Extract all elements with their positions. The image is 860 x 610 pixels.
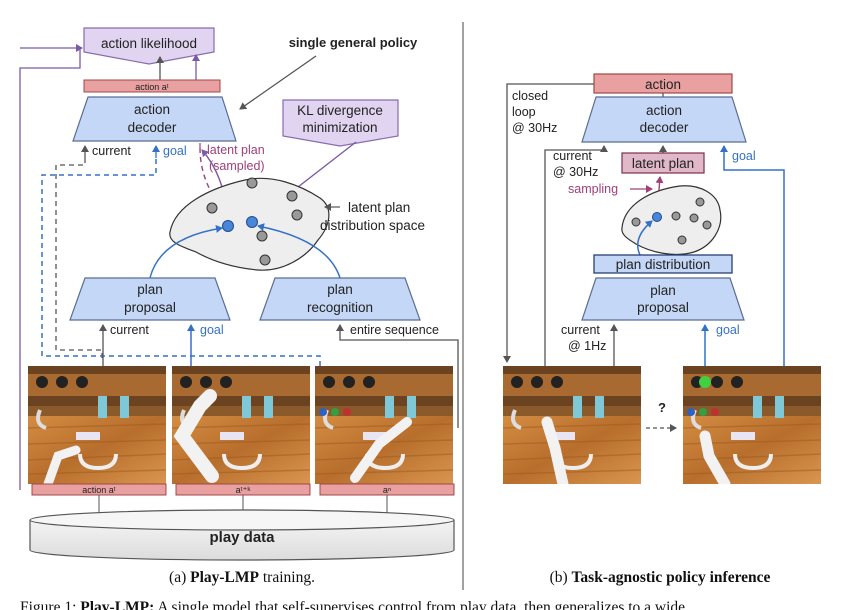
kl-label-2: minimization [302, 120, 377, 135]
plan-distribution-box [593, 254, 733, 274]
right-goal-top-arrow [720, 145, 785, 366]
current-dashed-line [55, 158, 103, 358]
right-goal-top-label: goal [732, 149, 756, 163]
latent-point [259, 254, 271, 266]
latent-plan-label-2: (sampled) [209, 159, 265, 173]
plan-recognition-label-1: plan [327, 282, 353, 297]
plan-distribution-label: plan distribution [616, 257, 711, 272]
plan-recognition-box [259, 277, 421, 321]
current-observation-frame [503, 366, 641, 484]
right-plan-proposal-box [581, 277, 745, 321]
action-decoder-label-2: decoder [128, 120, 177, 135]
action-likelihood-box [83, 27, 215, 65]
right-current-bottom-label-1: current [561, 323, 600, 337]
action-decoder-box [72, 96, 237, 142]
latent-point [286, 190, 298, 202]
latent-proposal-point [222, 220, 234, 232]
action-feedback-line [19, 48, 81, 490]
current-bottom-label: current [110, 323, 149, 337]
latent-space-label-2: distribution space [320, 218, 425, 233]
action-at-label: action aᵗ [135, 82, 169, 92]
play-data-database [29, 509, 455, 561]
goal-top-label: goal [163, 144, 187, 158]
plan-proposal-box [69, 277, 231, 321]
right-goal-bottom-label: goal [716, 323, 740, 337]
frame-action-label-2: aᵗ⁺ᵏ [236, 485, 252, 495]
right-latent-point [689, 213, 699, 223]
right-latent-point [702, 220, 712, 230]
action-likelihood-label: action likelihood [101, 36, 197, 51]
right-latent-plan-label: latent plan [632, 156, 694, 171]
goal-observation-frame [683, 366, 821, 484]
sampling-label: sampling [568, 182, 618, 196]
policy-arrow [239, 55, 317, 110]
latent-point [291, 209, 303, 221]
right-current-top-label-1: current [553, 149, 592, 163]
current-top-label: current [92, 144, 131, 158]
right-current-top-arrow [544, 145, 608, 366]
entire-sequence-arrow [336, 324, 459, 428]
latent-point [246, 177, 258, 189]
goal-dashed-line [41, 158, 321, 366]
left-caption: (a) Play-LMP training. [169, 569, 315, 586]
right-action-decoder-label-1: action [646, 103, 682, 118]
distribution-to-latent-arrow [637, 220, 653, 256]
right-latent-point [677, 235, 687, 245]
single-general-policy-label: single general policy [289, 35, 418, 50]
closed-loop-arrow [503, 83, 594, 363]
plan-recognition-label-2: recognition [307, 300, 373, 315]
latent-plan-label-1: latent plan [207, 143, 265, 157]
question-mark: ? [658, 400, 666, 415]
proposal-to-latent-arrow [149, 225, 223, 279]
right-caption: (b) Task-agnostic policy inference [550, 569, 771, 586]
recognition-to-latent-arrow [257, 223, 341, 279]
right-current-top-label-2: @ 30Hz [553, 165, 598, 179]
frame-action-label-3: aⁿ [383, 485, 391, 495]
kl-divergence-box [282, 99, 399, 147]
right-plan-proposal-label-2: proposal [637, 300, 689, 315]
right-plan-proposal-label-1: plan [650, 283, 676, 298]
frame-action-label-1: action aᵗ [82, 485, 116, 495]
play-frame-3 [315, 366, 453, 484]
play-frame-1 [28, 366, 166, 484]
plan-proposal-label-2: proposal [124, 300, 176, 315]
play-frame-2 [172, 366, 310, 484]
right-latent-point [695, 197, 705, 207]
closed-loop-label-1: closed [512, 89, 548, 103]
latent-point [206, 202, 218, 214]
right-action-decoder-box [581, 96, 747, 143]
latent-point [256, 230, 268, 242]
action-at-bar [83, 79, 221, 93]
plan-proposal-label-1: plan [137, 282, 163, 297]
play-data-label: play data [209, 529, 275, 546]
right-latent-point [631, 217, 641, 227]
figure-caption: Figure 1: Play-LMP: A single model that … [20, 599, 685, 610]
goal-bottom-label: goal [200, 323, 224, 337]
action-decoder-label-1: action [134, 102, 170, 117]
right-action-decoder-label-2: decoder [640, 120, 689, 135]
right-latent-proposal-point [652, 212, 662, 222]
right-action-label: action [645, 77, 681, 92]
closed-loop-label-3: @ 30Hz [512, 121, 557, 135]
right-current-bottom-label-2: @ 1Hz [568, 339, 606, 353]
latent-recognition-point [246, 216, 258, 228]
closed-loop-label-2: loop [512, 105, 536, 119]
right-latent-point [671, 211, 681, 221]
kl-label-1: KL divergence [297, 103, 383, 118]
latent-space-label-1: latent plan [348, 200, 410, 215]
entire-sequence-label: entire sequence [350, 323, 439, 337]
